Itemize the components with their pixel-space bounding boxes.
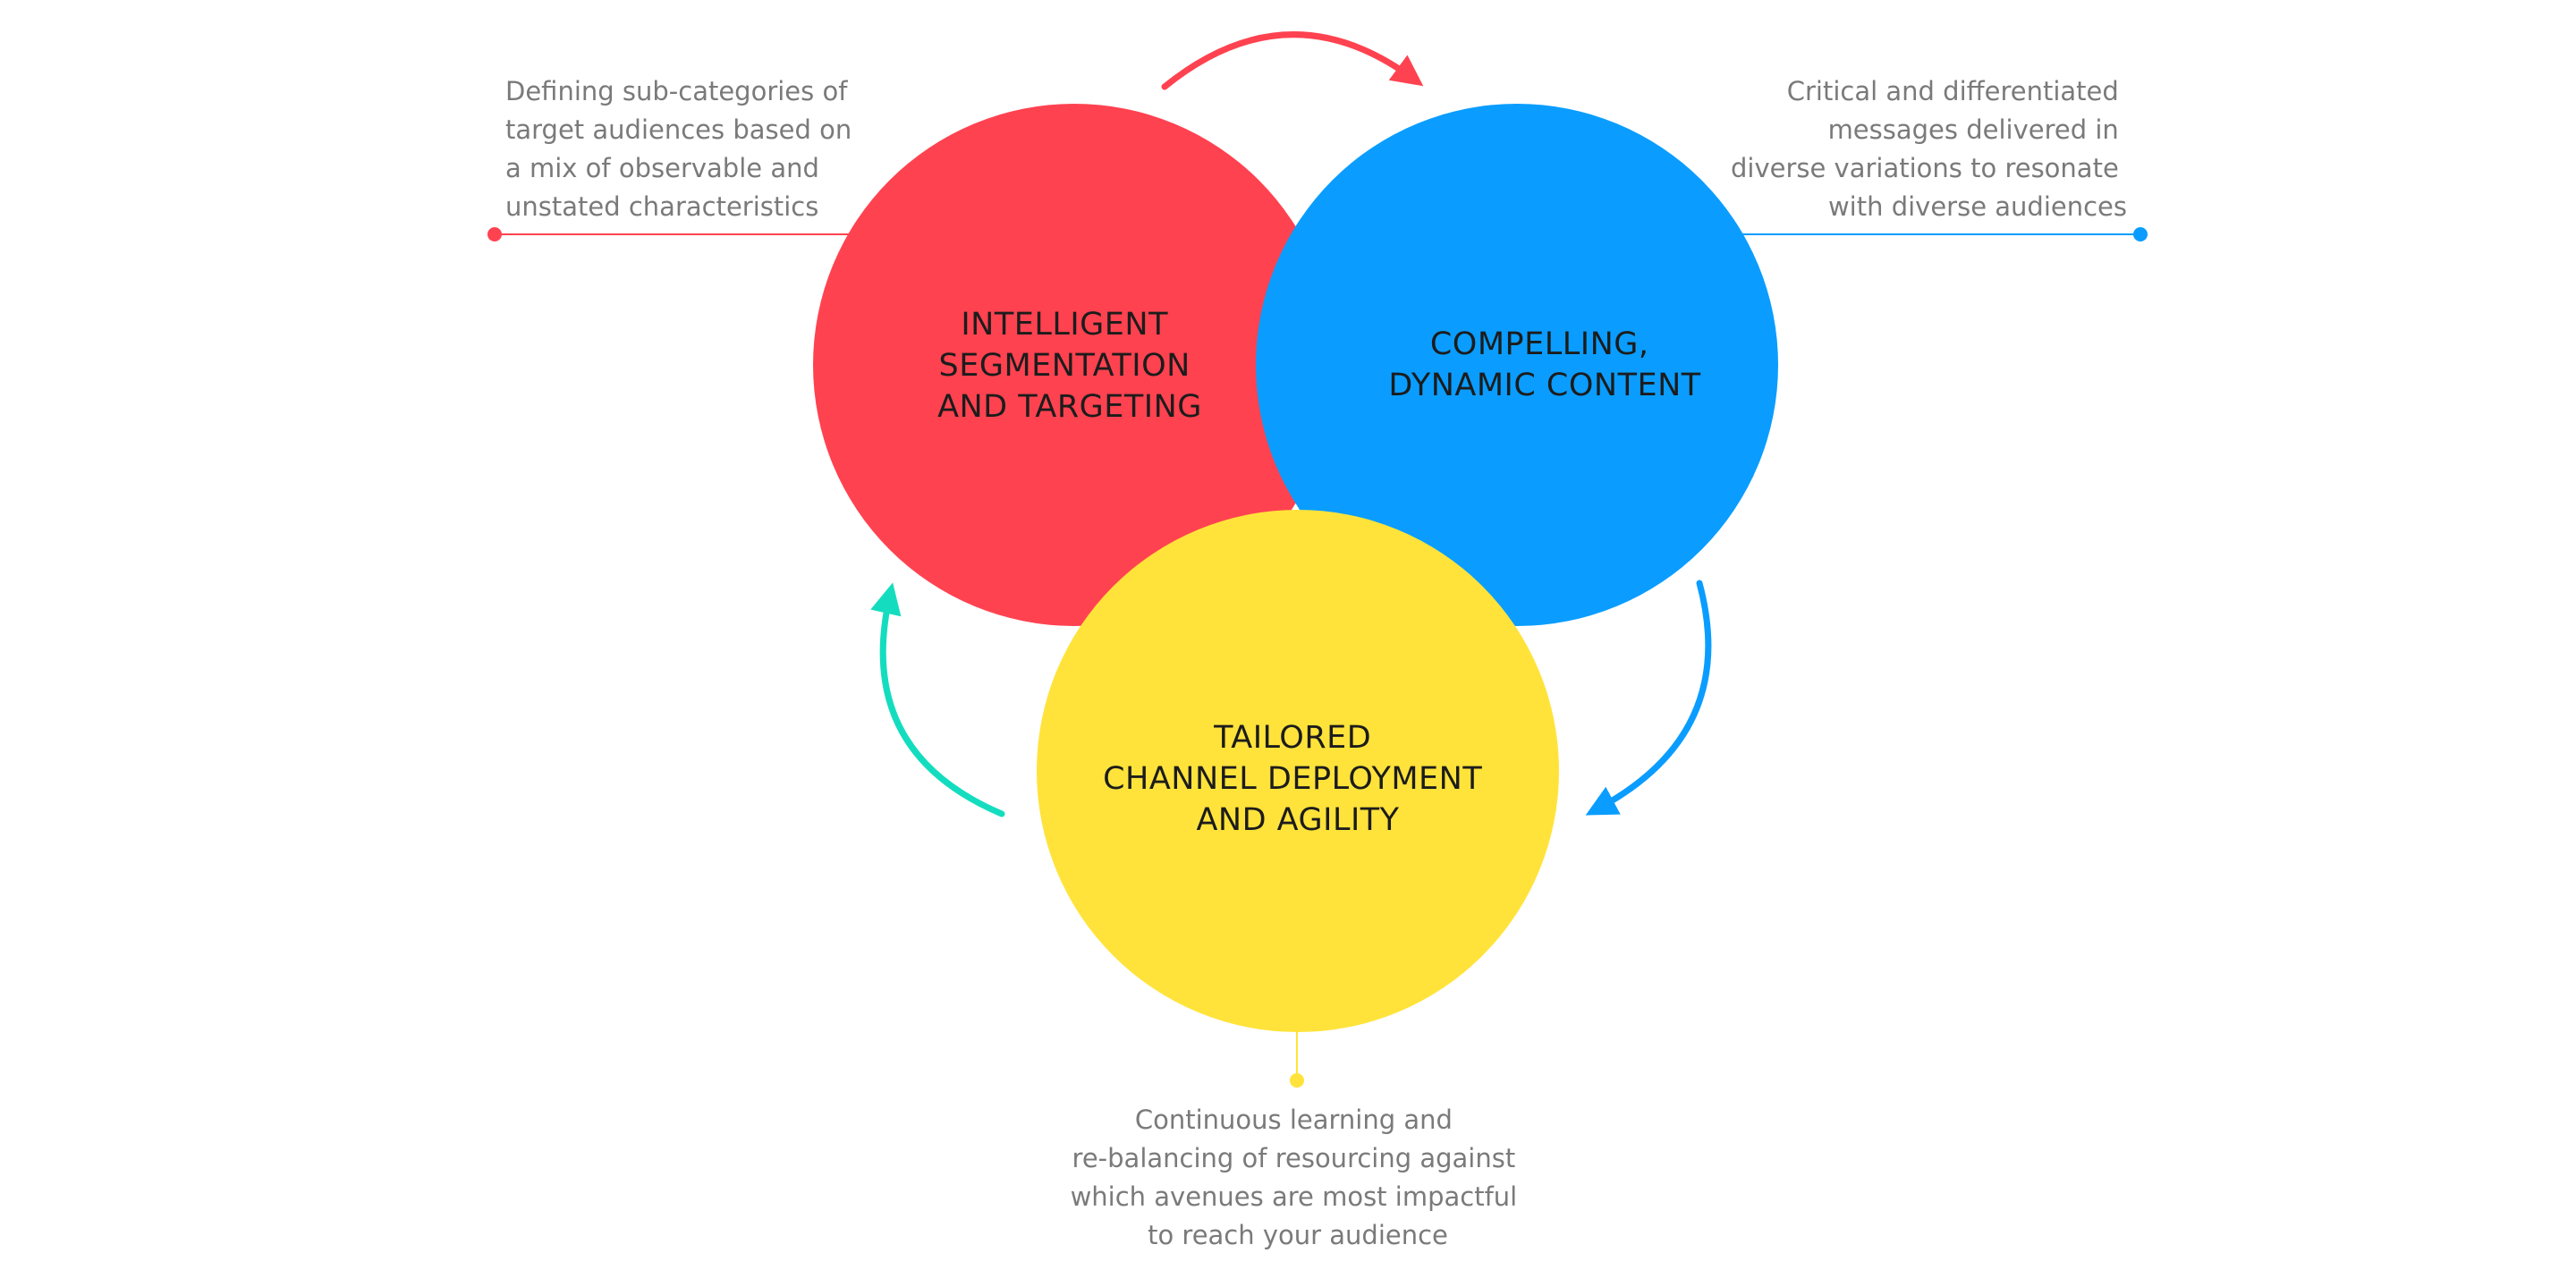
title-channel: TAILORED CHANNEL DEPLOYMENT AND AGILITY (1103, 720, 1493, 838)
arrow-teal-icon (870, 582, 1005, 817)
circle-channel (1037, 510, 1559, 1032)
note-content: Critical and differentiated messages del… (1731, 76, 2127, 222)
circle-segmentation (813, 104, 1335, 626)
arrow-blue-icon (1585, 580, 1712, 816)
note-channel: Continuous learning and re-balancing of … (1071, 1105, 1526, 1250)
arrow-red-icon (1161, 31, 1424, 90)
title-segmentation: INTELLIGENT SEGMENTATION AND TARGETING (937, 307, 1202, 425)
circle-content (1256, 104, 1778, 626)
connector-segmentation (487, 227, 894, 241)
connector-content (1699, 227, 2148, 241)
note-segmentation: Defining sub-categories of target audien… (505, 76, 860, 222)
title-content: COMPELLING, DYNAMIC CONTENT (1388, 326, 1700, 403)
